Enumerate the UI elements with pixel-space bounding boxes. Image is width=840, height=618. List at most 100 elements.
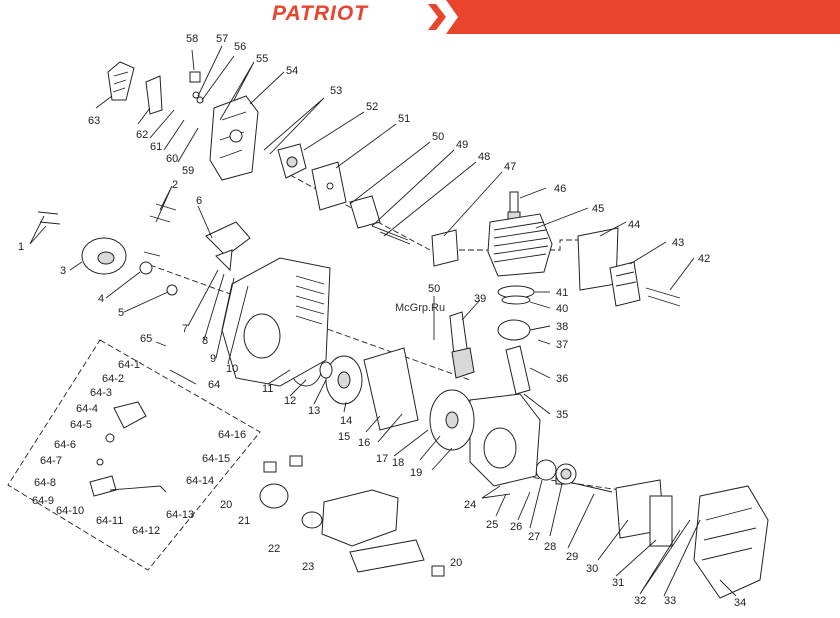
callout-11: 11 <box>262 383 273 395</box>
callout-31: 31 <box>612 577 624 589</box>
callout-64-9: 64-9 <box>32 495 54 507</box>
callout-28: 28 <box>544 541 556 553</box>
part-33-guard <box>693 485 769 599</box>
part-22-tank-cap <box>301 511 323 529</box>
callout-20b: 20 <box>450 557 462 569</box>
part-51-gasket <box>311 161 347 211</box>
callout-36: 36 <box>556 373 568 385</box>
callout-64-13: 64-13 <box>166 509 194 521</box>
callout-43: 43 <box>672 237 684 249</box>
callout-23: 23 <box>302 561 314 573</box>
header-banner <box>428 0 840 34</box>
callout-61: 61 <box>150 141 162 153</box>
callout-22: 22 <box>268 543 280 555</box>
callout-63: 63 <box>88 115 100 127</box>
callout-64-12: 64-12 <box>132 525 160 537</box>
callout-39: 39 <box>474 293 486 305</box>
callout-13: 13 <box>308 405 320 417</box>
part-7-8-lever <box>215 249 233 272</box>
part-14-pulley <box>325 355 363 405</box>
callout-5: 5 <box>118 307 124 319</box>
callout-50b: 50 <box>428 283 440 295</box>
callout-3: 3 <box>60 265 66 277</box>
callout-14: 14 <box>340 415 352 427</box>
part-27-28-bearings <box>535 459 577 485</box>
part-21-ring <box>259 483 289 509</box>
part-15-16-clutch <box>363 347 419 431</box>
callout-64-11: 64-11 <box>96 515 123 527</box>
callout-64: 64 <box>208 379 220 391</box>
callout-20a: 20 <box>220 499 232 511</box>
callout-54: 54 <box>286 65 298 77</box>
part-4-5-washers <box>139 261 178 296</box>
callout-45: 45 <box>592 203 604 215</box>
callout-56: 56 <box>234 41 246 53</box>
callout-52: 52 <box>366 101 378 113</box>
callout-64-4: 64-4 <box>76 403 98 415</box>
part-36-connecting-rod <box>505 345 531 395</box>
part-6-cover <box>205 221 251 257</box>
part-46-spark-plug <box>507 191 521 221</box>
part-42-bolts <box>645 287 681 307</box>
callout-62: 62 <box>136 129 148 141</box>
callout-37: 37 <box>556 339 568 351</box>
callout-64-15: 64-15 <box>202 453 230 465</box>
part-23-bracket <box>349 539 425 573</box>
callout-25: 25 <box>486 519 498 531</box>
callout-64-7: 64-7 <box>40 455 62 467</box>
callout-33: 33 <box>664 595 676 607</box>
callout-17: 17 <box>376 453 388 465</box>
part-23-fuel-tank <box>321 489 399 547</box>
callout-18: 18 <box>392 457 404 469</box>
part-1-2-bolts <box>37 203 177 257</box>
callout-10: 10 <box>226 363 238 375</box>
part-30-31-flange <box>615 479 673 547</box>
callout-44: 44 <box>628 219 640 231</box>
assembly-axis-lines <box>149 174 621 491</box>
callout-41: 41 <box>556 287 568 299</box>
callout-64-6: 64-6 <box>54 439 76 451</box>
page-header: PATRIOT <box>0 0 840 34</box>
callout-46: 46 <box>554 183 566 195</box>
callout-1: 1 <box>18 241 24 253</box>
callout-50a: 50 <box>432 131 444 143</box>
part-20-pads <box>263 455 445 577</box>
callout-32: 32 <box>634 595 646 607</box>
part-39-ignition-coil <box>449 311 475 379</box>
callout-64-2: 64-2 <box>102 373 124 385</box>
callout-60: 60 <box>166 153 178 165</box>
callout-64-3: 64-3 <box>90 387 112 399</box>
header-accent-bar <box>446 0 840 34</box>
callout-57: 57 <box>216 33 228 45</box>
callout-65: 65 <box>140 333 152 345</box>
group-64-box <box>7 339 261 571</box>
callout-53: 53 <box>330 85 342 97</box>
callout-64-14: 64-14 <box>186 475 214 487</box>
header-chevron <box>428 4 446 30</box>
callout-21: 21 <box>238 515 250 527</box>
callout-8: 8 <box>202 335 208 347</box>
callout-38: 38 <box>556 321 568 333</box>
callout-59: 59 <box>182 165 194 177</box>
brand-logo: PATRIOT <box>272 2 369 25</box>
callout-34: 34 <box>734 597 746 609</box>
callout-51: 51 <box>398 113 410 125</box>
callout-49: 49 <box>456 139 468 151</box>
callout-15: 15 <box>338 431 350 443</box>
part-45-cylinder <box>487 213 553 277</box>
callout-58: 58 <box>186 33 198 45</box>
callout-29: 29 <box>566 551 578 563</box>
callout-64-1: 64-1 <box>118 359 140 371</box>
callout-9: 9 <box>210 353 216 365</box>
callout-6: 6 <box>196 195 202 207</box>
part-48-bolts <box>371 225 411 245</box>
callout-26: 26 <box>510 521 522 533</box>
callout-27: 27 <box>528 531 540 543</box>
callout-16: 16 <box>358 437 370 449</box>
part-19-crankcase <box>469 393 541 487</box>
callout-30: 30 <box>586 563 598 575</box>
part-58-57-screws <box>189 71 204 104</box>
callout-7: 7 <box>182 323 188 335</box>
callout-24: 24 <box>464 499 476 511</box>
